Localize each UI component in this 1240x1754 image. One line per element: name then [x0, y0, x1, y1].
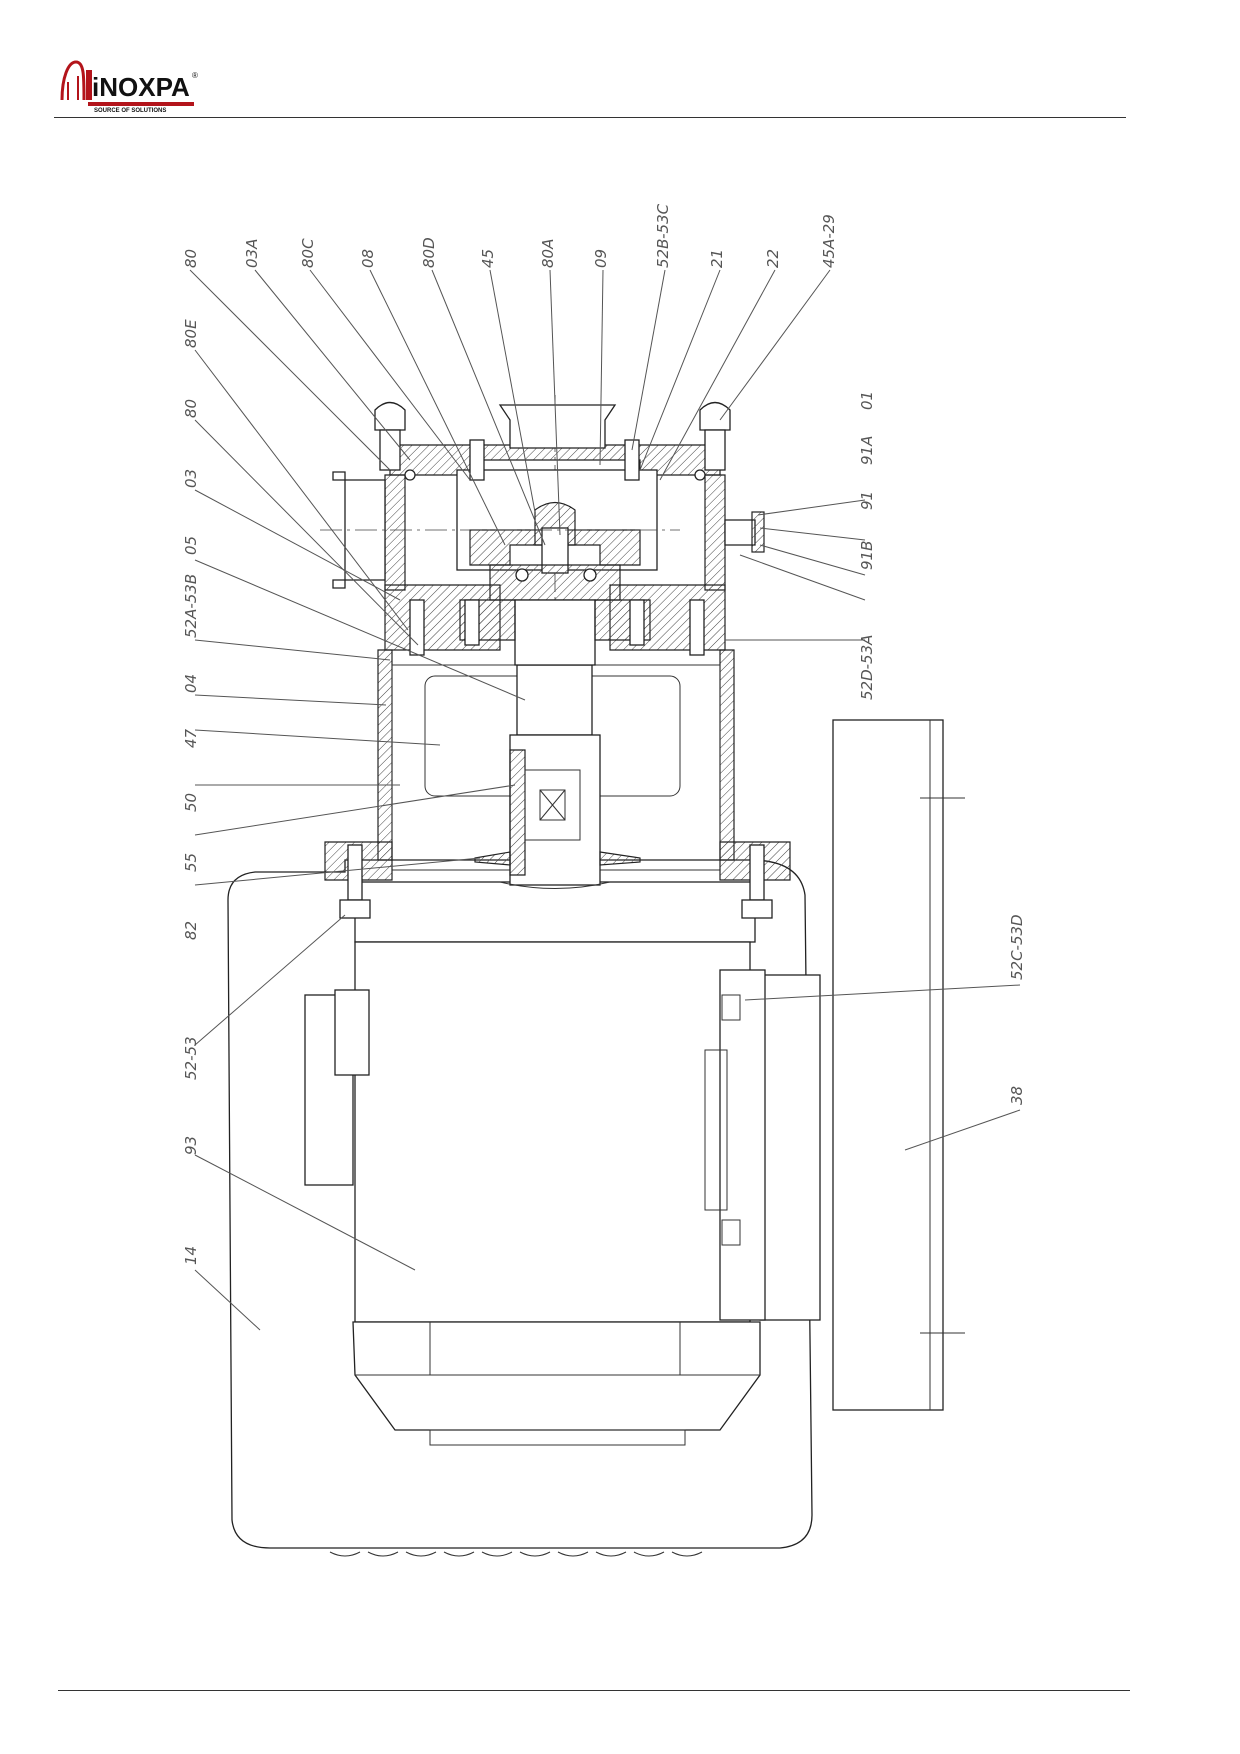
leader-lines	[189, 269, 1021, 1331]
drain-plug-body	[724, 519, 756, 546]
callout-80E: 80E	[182, 319, 200, 348]
callout-80D: 80D	[420, 237, 438, 268]
logo-wordmark: iNOXPA	[92, 72, 190, 102]
callouts-right: 01 91A 91 91B 52D-53A 52C-53D 38	[858, 391, 1026, 1105]
stud-left	[347, 844, 363, 901]
logo-mark: iNOXPA ® SOURCE OF SOLUTIONS	[60, 60, 198, 114]
motor-body	[354, 941, 751, 1323]
callout-55: 55	[182, 853, 200, 872]
motor-foot-block	[759, 974, 821, 1321]
callouts-left: 80E 80 03 05 52A-53B 04 47 50 55 82 52-5…	[182, 319, 200, 1265]
motor-foot-plate	[719, 969, 766, 1321]
callout-05: 05	[182, 536, 200, 555]
callout-91B: 91B	[858, 541, 876, 570]
callout-80: 80	[182, 249, 200, 268]
impeller	[469, 529, 641, 566]
callout-80C: 80C	[299, 238, 317, 268]
callout-09: 09	[592, 249, 610, 268]
pump-base-plate	[832, 719, 944, 1411]
logo-tagline: SOURCE OF SOLUTIONS	[94, 108, 166, 114]
callout-50: 50	[182, 793, 200, 812]
motor-flange-plate	[354, 881, 756, 943]
callout-52C-53D: 52C-53D	[1008, 914, 1026, 980]
callout-52A-53B: 52A-53B	[182, 574, 200, 638]
callout-14: 14	[182, 1246, 200, 1265]
callout-82: 82	[182, 921, 200, 940]
drain-plug	[751, 511, 765, 553]
callout-47: 47	[182, 728, 200, 748]
callout-21: 21	[708, 249, 726, 268]
callout-52D-53A: 52D-53A	[858, 635, 876, 700]
callout-04: 04	[182, 674, 200, 693]
callouts-top: 80 03A 80C 08 80D 45 80A 09 52B-53C 21 2…	[182, 203, 838, 268]
callout-22: 22	[764, 249, 782, 268]
callout-03: 03	[182, 469, 200, 488]
callout-45: 45	[479, 249, 497, 268]
shaft	[516, 664, 593, 736]
callout-01: 01	[858, 391, 876, 410]
seal-housing	[514, 599, 596, 666]
callout-80-lower: 80	[182, 399, 200, 418]
inlet-connection	[498, 404, 617, 449]
logo-i-stem	[86, 70, 92, 100]
stud-right	[749, 844, 765, 901]
callout-03A: 03A	[243, 239, 261, 268]
header-rule	[54, 117, 1126, 118]
cap-nut-right	[699, 401, 731, 431]
motor-fan-cover	[352, 1321, 761, 1431]
logo-registered: ®	[192, 71, 198, 80]
callout-80A: 80A	[539, 239, 557, 268]
callout-52-53: 52-53	[182, 1036, 200, 1080]
callout-52B-53C: 52B-53C	[654, 203, 672, 268]
cap-nut-left	[374, 401, 406, 431]
callout-91A: 91A	[858, 436, 876, 465]
callout-91: 91	[858, 491, 876, 510]
inoxpa-logo: iNOXPA ® SOURCE OF SOLUTIONS	[54, 56, 204, 114]
callout-08: 08	[359, 249, 377, 268]
callout-45A-29: 45A-29	[820, 214, 838, 268]
terminal-box-cap	[334, 989, 370, 1076]
callout-93: 93	[182, 1136, 200, 1155]
shroud-feet	[329, 1551, 703, 1557]
callout-38: 38	[1008, 1086, 1026, 1105]
footer-rule	[58, 1690, 1130, 1691]
